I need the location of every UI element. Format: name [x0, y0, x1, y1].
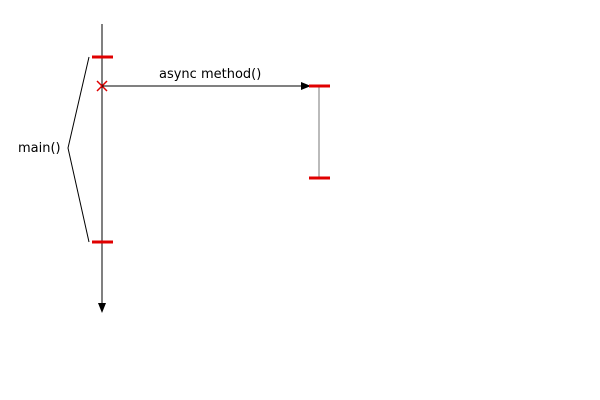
async-call-label: async method(): [159, 67, 262, 82]
main-label: main(): [18, 141, 61, 156]
main-brace: [67, 56, 90, 243]
main-timeline-arrowhead: [98, 303, 106, 313]
